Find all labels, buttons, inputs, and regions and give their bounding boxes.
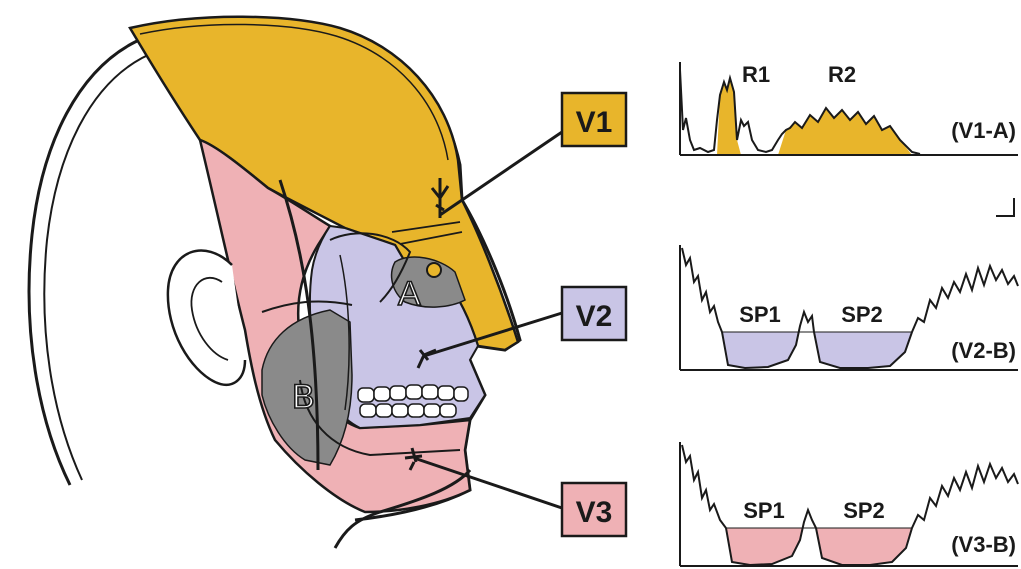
- r1-fill: [717, 78, 741, 155]
- eye: [427, 263, 441, 277]
- v3b-sp1-fill: [726, 528, 802, 565]
- trace-v2b-panel: SP1 SP2 (V2-B): [680, 245, 1018, 370]
- r2-label: R2: [828, 62, 856, 87]
- v3-box-label: V3: [576, 496, 613, 529]
- calibration-bar: [996, 198, 1014, 216]
- trace-v2b-label: (V2-B): [951, 338, 1016, 363]
- v1-box-label: V1: [576, 106, 613, 139]
- v2b-sp2-label: SP2: [841, 302, 883, 327]
- trace-v3b-panel: SP1 SP2 (V3-B): [680, 442, 1018, 566]
- v3b-sp2-fill: [816, 528, 912, 565]
- trace-v3b-label: (V3-B): [951, 532, 1016, 557]
- v2b-sp2-fill: [814, 332, 912, 368]
- v2b-sp1-label: SP1: [739, 302, 781, 327]
- point-a-label: A: [398, 275, 421, 313]
- v2-box: V2: [562, 287, 626, 340]
- r1-label: R1: [742, 62, 770, 87]
- v3b-sp2-label: SP2: [843, 498, 885, 523]
- v2b-sp1-fill: [722, 332, 798, 368]
- v3b-sp1-label: SP1: [743, 498, 785, 523]
- point-b-label: B: [292, 378, 315, 416]
- v3-box: V3: [562, 483, 626, 536]
- v1-box: V1: [562, 93, 626, 146]
- trace-v1a-label: (V1-A): [951, 118, 1016, 143]
- trace-v1a-panel: R1 R2 (V1-A): [680, 62, 1018, 155]
- v2-box-label: V2: [576, 300, 613, 333]
